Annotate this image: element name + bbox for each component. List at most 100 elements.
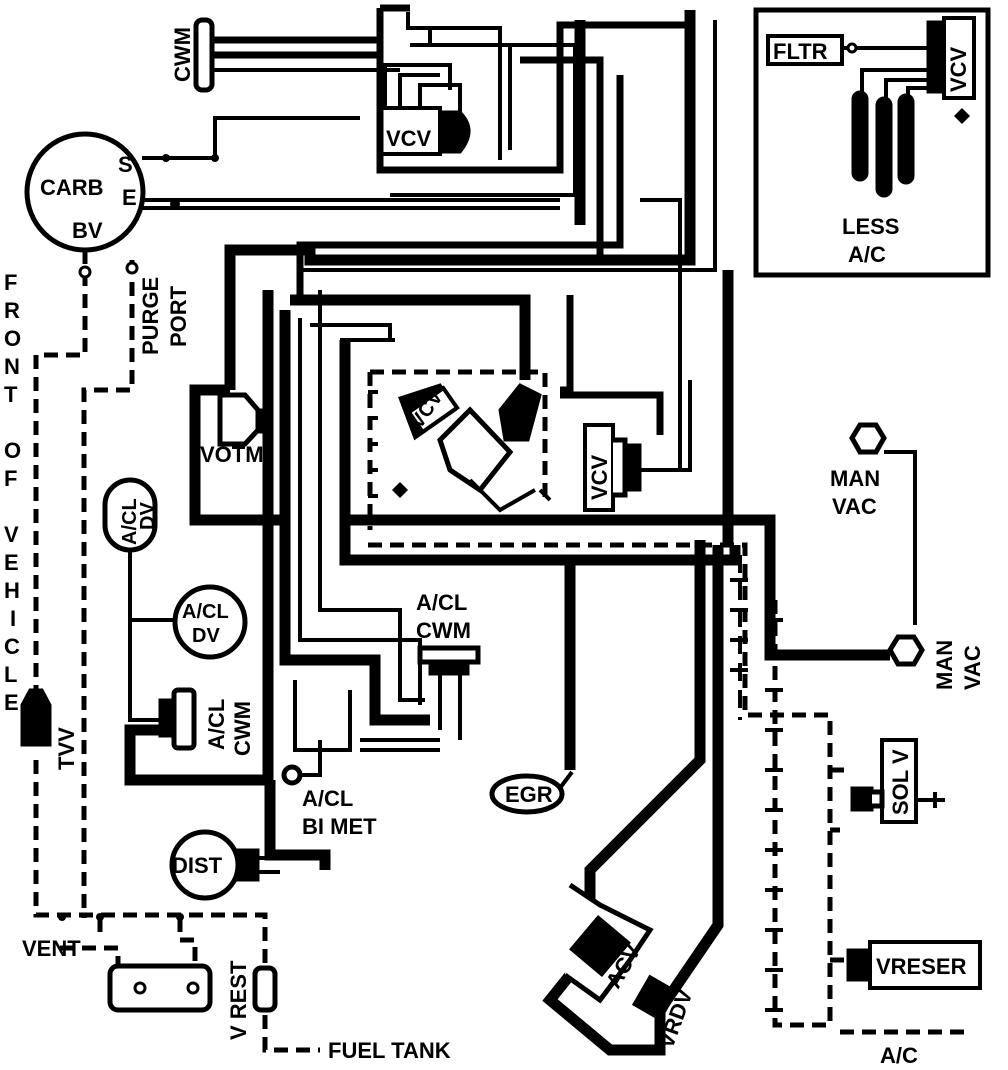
vcv-right-component: VCV	[583, 380, 692, 512]
svg-text:E: E	[4, 550, 19, 575]
fltr-box	[766, 34, 844, 66]
sol-v-component: SOL V	[850, 738, 945, 824]
right-dashed-lines	[368, 542, 970, 1035]
inset-cwm-2	[875, 96, 893, 198]
svg-text:F: F	[4, 466, 17, 491]
svg-text:O: O	[4, 438, 21, 463]
man-vac-side-hex	[887, 634, 925, 667]
man-vac-top-hex	[849, 422, 887, 455]
acl-dv-lower: A/CL DV	[172, 584, 248, 660]
svg-text:PURGE: PURGE	[138, 277, 163, 355]
vreser-component: VRESER	[846, 940, 982, 990]
inset-cwm-1	[851, 90, 869, 182]
inset-vcv-body	[926, 20, 946, 94]
vreser-label: VRESER	[876, 954, 967, 979]
vcv-top-label: VCV	[386, 126, 432, 151]
cwm-top-component: CWM	[170, 17, 400, 93]
svg-text:C: C	[4, 634, 20, 659]
svg-text:A/CL: A/CL	[182, 601, 229, 623]
egr-actuator	[437, 406, 514, 494]
carb-e-label: E	[122, 185, 137, 210]
canister	[107, 963, 213, 1013]
less-ac-label-1: LESS	[842, 214, 899, 239]
egr-valve-area: VCV	[367, 369, 552, 530]
cwm-top-body	[193, 17, 215, 93]
acl-cwm-left-body	[171, 687, 197, 751]
svg-text:MAN: MAN	[932, 640, 957, 690]
svg-text:T: T	[4, 382, 18, 407]
svg-text:A/CL: A/CL	[302, 786, 353, 811]
carburetor: CARB S E BV	[24, 116, 560, 253]
carb-s-label: S	[118, 152, 133, 177]
egr-diamond-icon	[392, 482, 408, 498]
acv-vrdv-area: ACV VRDV	[542, 540, 724, 1056]
svg-text:F: F	[4, 270, 17, 295]
inset-frame	[753, 7, 991, 278]
sol-v-box	[880, 738, 918, 824]
votm-component: VOTM	[200, 392, 274, 467]
vcv-top-component: VCV	[378, 63, 471, 156]
svg-text:PORT: PORT	[166, 285, 191, 347]
fuel-tank-label: FUEL TANK	[328, 1038, 451, 1063]
v-rest-label: V REST	[226, 960, 251, 1040]
tvv-component: TVV	[20, 688, 79, 770]
vreser-box	[868, 940, 982, 990]
svg-text:H: H	[4, 578, 20, 603]
votm-label: VOTM	[200, 442, 264, 467]
svg-text:N: N	[4, 354, 20, 379]
vent-canister: VENT V REST FUEL TANK	[22, 936, 451, 1063]
acl-cwm-middle-body	[417, 645, 481, 665]
acl-cwm-left: A/CL CWM	[158, 687, 255, 756]
svg-text:O: O	[4, 326, 21, 351]
acl-bimet-body	[281, 764, 303, 786]
fltr-label: FLTR	[773, 39, 828, 64]
egr-component: EGR	[489, 770, 574, 815]
svg-text:V: V	[4, 522, 19, 547]
svg-text:VAC: VAC	[832, 494, 877, 519]
purge-port-label: PURGE PORT	[138, 277, 191, 355]
egr-label: EGR	[505, 782, 553, 807]
svg-text:VAC: VAC	[960, 645, 985, 690]
vcv-right-label: VCV	[587, 454, 612, 500]
dist-label: DIST	[172, 853, 223, 878]
inset-hoses	[860, 68, 930, 100]
votm-body	[217, 392, 261, 447]
acl-dv-lower-body	[172, 584, 248, 660]
svg-text:L: L	[4, 662, 17, 687]
distributor: DIST	[169, 829, 280, 901]
vent-label: VENT	[22, 936, 81, 961]
vrdv-body	[631, 974, 679, 1022]
egr-ellipse	[489, 773, 565, 815]
carb-label: CARB	[40, 175, 104, 200]
svg-text:CWM: CWM	[230, 701, 255, 756]
main-hose-bundle	[124, 4, 776, 870]
inset-vcv-label: VCV	[946, 46, 971, 92]
svg-text:BI MET: BI MET	[302, 814, 377, 839]
svg-text:MAN: MAN	[830, 466, 880, 491]
v-rest-body	[252, 965, 278, 1013]
svg-text:DV: DV	[192, 625, 220, 647]
svg-text:A/CL: A/CL	[204, 699, 229, 750]
less-ac-inset: FLTR VCV LESS A/C	[753, 7, 991, 278]
front-of-vehicle-label: F R O N T O F V E H I C L E	[4, 270, 21, 715]
vcv-right-box	[583, 423, 615, 512]
svg-text:A/CL: A/CL	[416, 590, 467, 615]
carb-bv-label: BV	[72, 218, 103, 243]
sol-v-label: SOL V	[888, 749, 913, 815]
man-vac-side: MAN VAC	[764, 580, 985, 690]
acl-cwm-middle: A/CL CWM	[416, 590, 481, 740]
svg-text:DV: DV	[137, 502, 159, 530]
acl-dv-upper: A/CL DV	[102, 477, 180, 722]
svg-text:A/CL: A/CL	[119, 498, 141, 545]
inset-cwm-3	[897, 93, 915, 185]
tvv-body	[20, 688, 52, 747]
left-dashed-lines	[33, 250, 320, 1053]
inset-diamond-icon	[954, 108, 970, 124]
man-vac-top: MAN VAC	[830, 422, 917, 625]
svg-text:R: R	[4, 298, 20, 323]
svg-text:I: I	[10, 606, 16, 631]
less-ac-label-2: A/C	[848, 242, 886, 267]
tvv-label: TVV	[54, 727, 79, 770]
inset-vcv-box	[942, 16, 976, 100]
